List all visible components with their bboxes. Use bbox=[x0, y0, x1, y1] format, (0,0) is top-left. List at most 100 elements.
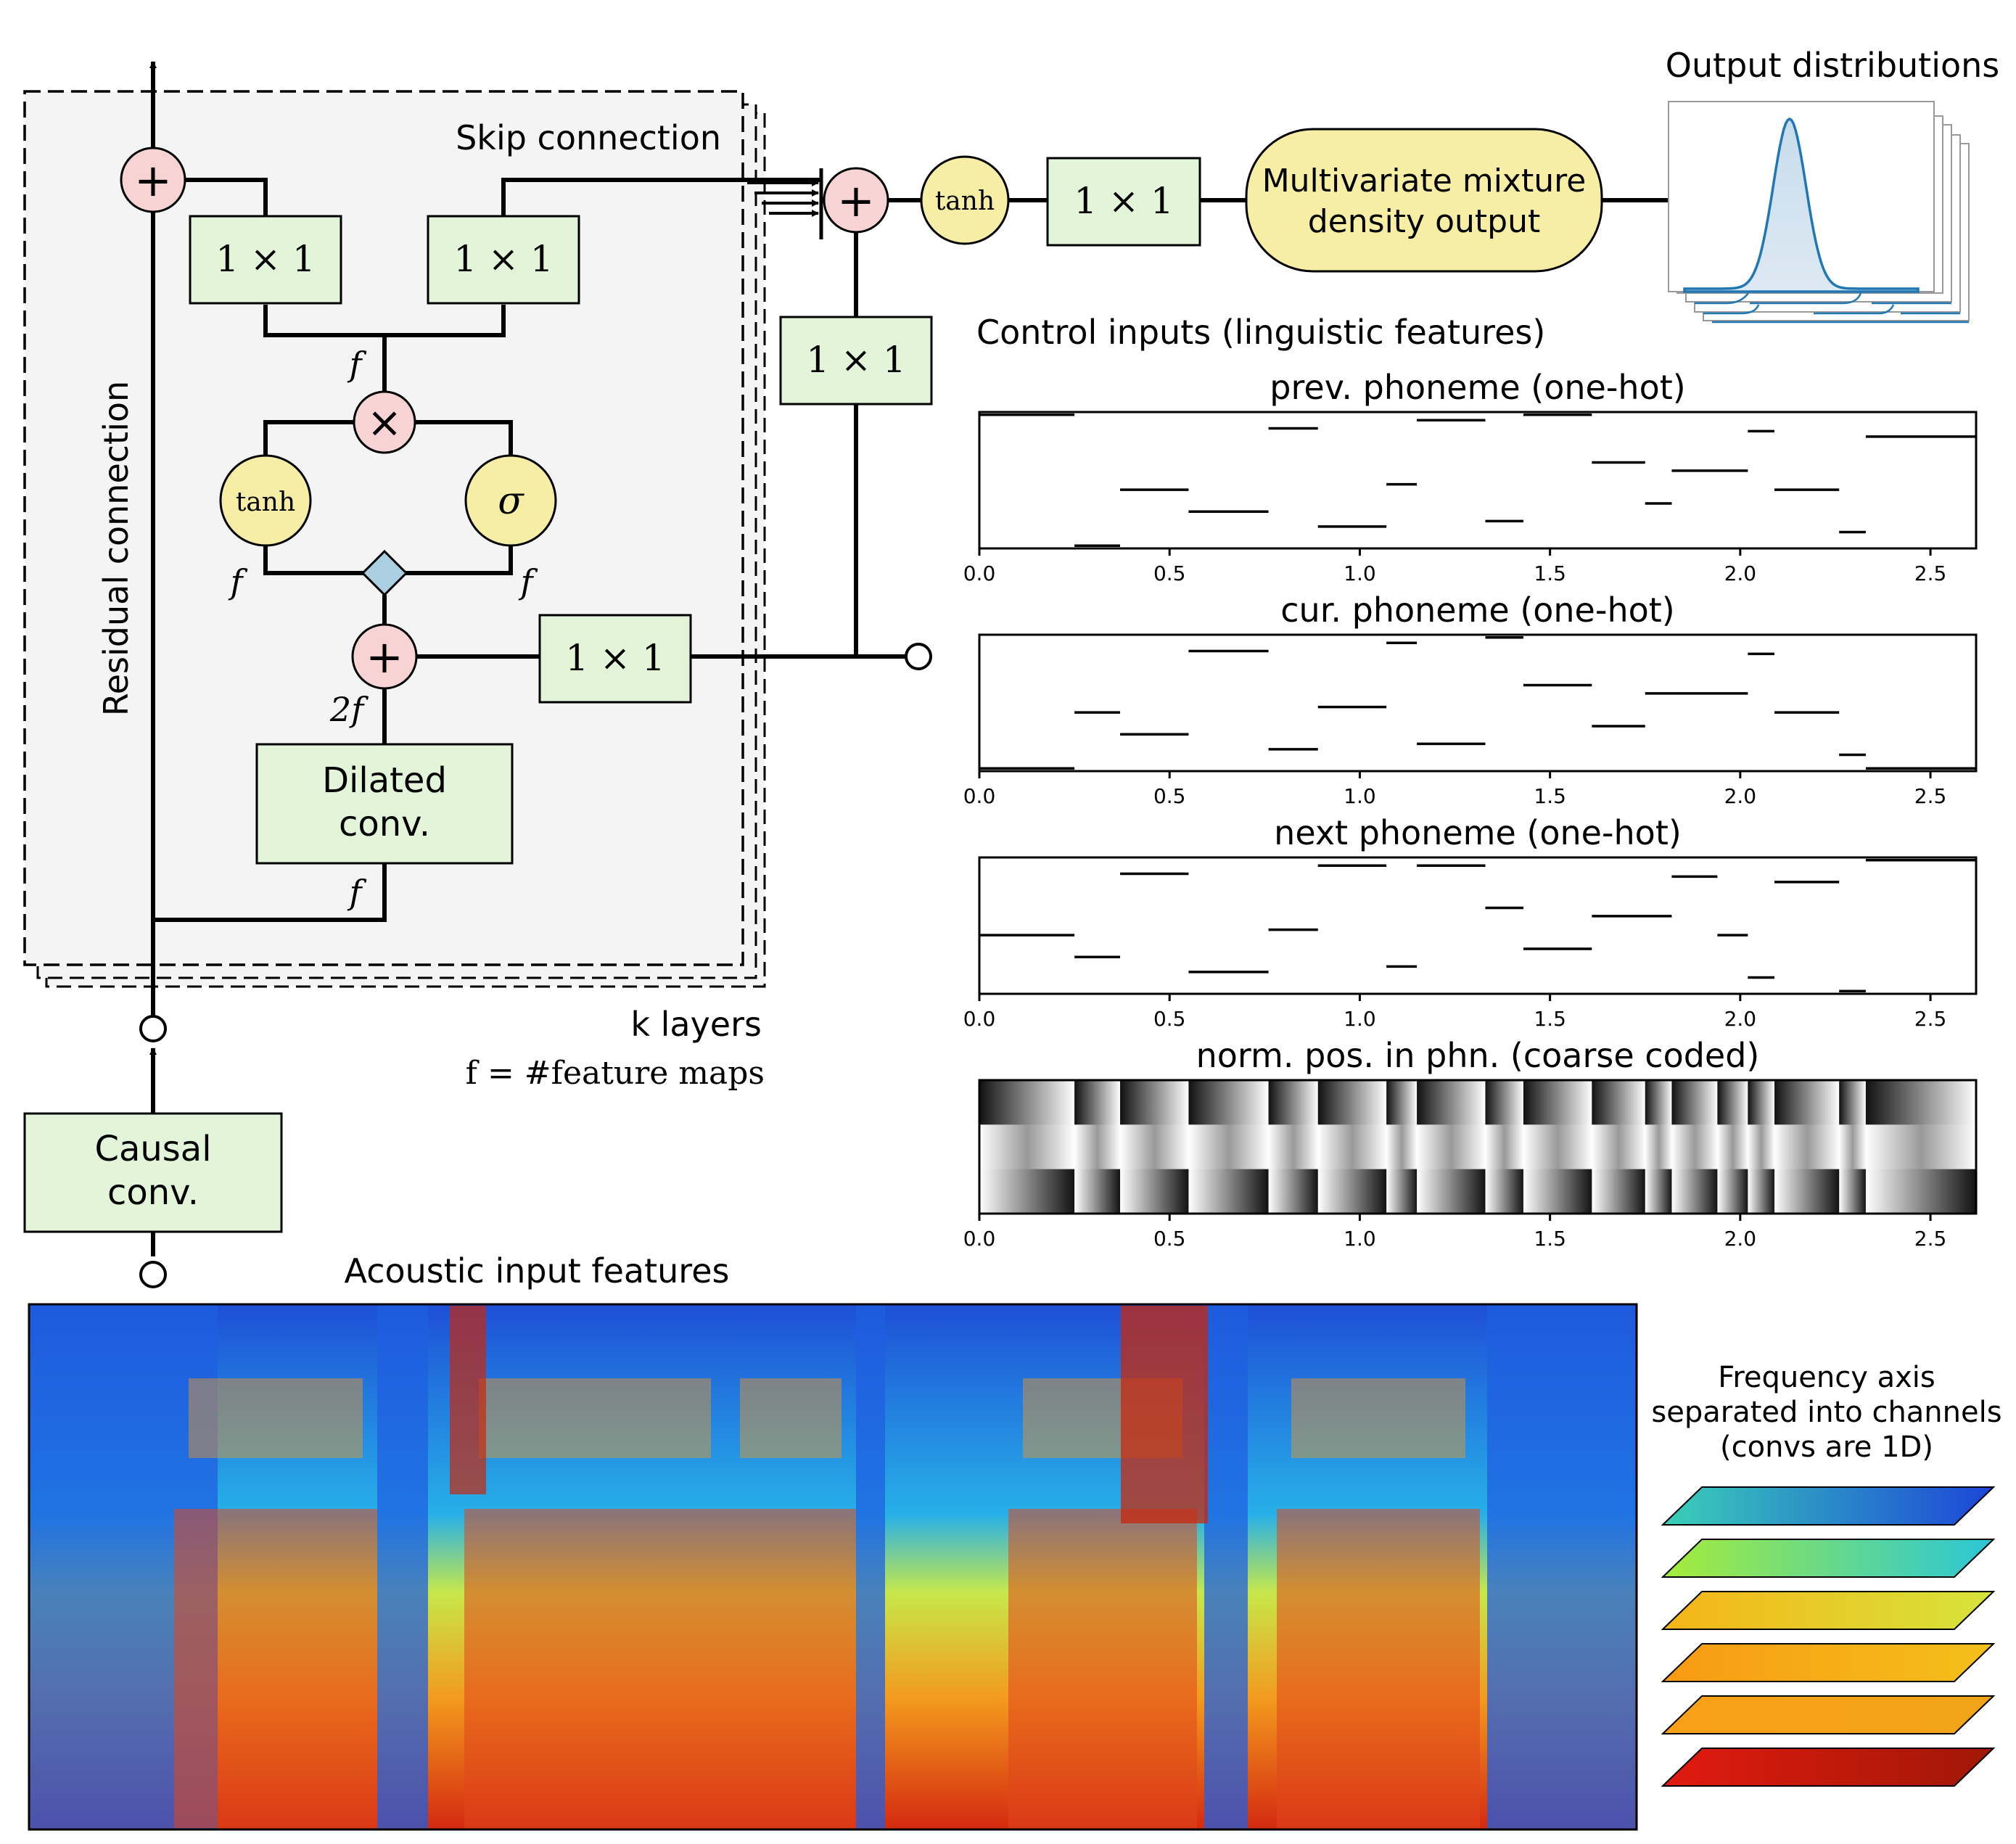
frequency-channel bbox=[1661, 1643, 1996, 1682]
coarse-code-cell bbox=[979, 1169, 1075, 1214]
acoustic-title: Acoustic input features bbox=[345, 1251, 730, 1291]
coarse-code-cell bbox=[1485, 1080, 1524, 1125]
plot-title: prev. phoneme (one-hot) bbox=[1270, 368, 1685, 407]
coarse-code-cell bbox=[1774, 1080, 1840, 1125]
coarse-code-cell bbox=[1748, 1080, 1775, 1125]
x-tick-label: 2.5 bbox=[1914, 1007, 1947, 1031]
frequency-channel bbox=[1661, 1539, 1996, 1578]
coarse-code-cell bbox=[1188, 1080, 1270, 1125]
plot-title: cur. phoneme (one-hot) bbox=[1280, 590, 1675, 630]
condition-add-op: + bbox=[351, 623, 418, 690]
coarse-code-cell bbox=[1839, 1080, 1867, 1125]
x-tick-label: 1.0 bbox=[1344, 1007, 1376, 1031]
control-inputs-title: Control inputs (linguistic features) bbox=[976, 313, 1545, 352]
coarse-code-cell bbox=[1074, 1080, 1121, 1125]
spectrogram-formant bbox=[479, 1378, 711, 1458]
skip-connection-label: Skip connection bbox=[456, 118, 721, 157]
conv1x1-residual-label: 1 × 1 bbox=[215, 238, 315, 280]
coarse-code-cell bbox=[1417, 1169, 1486, 1214]
coarse-code-cell bbox=[1645, 1080, 1672, 1125]
plot-frame bbox=[978, 633, 1978, 773]
dilated-conv-box bbox=[255, 743, 514, 865]
x-tick-label: 1.0 bbox=[1344, 1227, 1376, 1251]
conv1x1-vertical-label: 1 × 1 bbox=[806, 339, 905, 381]
spectrogram bbox=[28, 1303, 1638, 1831]
spectrogram-energy bbox=[725, 1509, 856, 1828]
sigma-gate: σ bbox=[464, 454, 557, 547]
frequency-channel bbox=[1661, 1486, 1996, 1526]
split-diamond bbox=[361, 549, 408, 597]
coarse-code-cell bbox=[1865, 1169, 1977, 1214]
tanh-gate: tanh bbox=[219, 454, 312, 547]
coarse-code-cell bbox=[979, 1080, 1075, 1125]
spectrogram-formant bbox=[740, 1378, 842, 1458]
frequency-channel bbox=[1661, 1695, 1996, 1734]
spectrogram-fricative bbox=[1121, 1306, 1208, 1523]
spectrogram-silence bbox=[1487, 1304, 1637, 1829]
residual-connection-label: Residual connection bbox=[96, 381, 136, 716]
coarse-code-cell bbox=[1074, 1169, 1121, 1214]
coarse-code-cell bbox=[1386, 1124, 1418, 1170]
spectrogram-silence bbox=[1204, 1304, 1248, 1829]
x-tick-label: 0.5 bbox=[1153, 784, 1186, 808]
x-tick-label: 0.0 bbox=[963, 561, 996, 585]
coarse-code-cell bbox=[1317, 1124, 1387, 1170]
skip-sum-op: + bbox=[823, 167, 889, 234]
svg-text:tanh: tanh bbox=[935, 186, 995, 216]
conv1x1-skip-label: 1 × 1 bbox=[453, 238, 553, 280]
mixture-density-box bbox=[1245, 128, 1603, 273]
plot-frame bbox=[978, 411, 1978, 550]
coarse-code-cell bbox=[1120, 1080, 1189, 1125]
coarse-code-cell bbox=[1120, 1124, 1189, 1170]
svg-text:+: + bbox=[837, 174, 875, 227]
coarse-code-cell bbox=[1523, 1169, 1592, 1214]
coarse-code-cell bbox=[1839, 1169, 1867, 1214]
coarse-code-cell bbox=[1523, 1080, 1592, 1125]
coarse-code-cell bbox=[1839, 1124, 1867, 1170]
coarse-code-cell bbox=[1774, 1124, 1840, 1170]
x-tick-label: 1.0 bbox=[1344, 784, 1376, 808]
x-tick-label: 1.0 bbox=[1344, 561, 1376, 585]
output-tanh: tanh bbox=[920, 155, 1010, 245]
x-tick-label: 2.0 bbox=[1724, 1227, 1757, 1251]
spectrogram-fricative bbox=[450, 1306, 486, 1494]
plot-title: next phoneme (one-hot) bbox=[1274, 813, 1682, 852]
mixture-line2: density output bbox=[1308, 203, 1540, 240]
coarse-code-cell bbox=[1523, 1124, 1592, 1170]
coarse-code-cell bbox=[1717, 1124, 1748, 1170]
x-tick-label: 1.5 bbox=[1534, 1007, 1566, 1031]
spectrogram-formant bbox=[189, 1378, 363, 1458]
x-tick-label: 2.5 bbox=[1914, 1227, 1947, 1251]
coarse-code-cell bbox=[1671, 1169, 1718, 1214]
x-tick-label: 2.5 bbox=[1914, 561, 1947, 585]
causal-conv-line1: Causal bbox=[94, 1129, 211, 1169]
x-tick-label: 1.5 bbox=[1534, 1227, 1566, 1251]
residual-add-op: + bbox=[120, 147, 186, 213]
x-tick-label: 1.5 bbox=[1534, 561, 1566, 585]
condition-input-node bbox=[905, 643, 932, 670]
spectrogram-energy bbox=[1277, 1509, 1480, 1828]
spectrogram-energy bbox=[464, 1509, 725, 1828]
coarse-code-cell bbox=[1268, 1169, 1319, 1214]
x-tick-label: 0.0 bbox=[963, 784, 996, 808]
freq-line3: (convs are 1D) bbox=[1720, 1431, 1933, 1464]
coarse-code-cell bbox=[1592, 1080, 1646, 1125]
svg-text:×: × bbox=[367, 398, 403, 447]
mixture-line1: Multivariate mixture bbox=[1262, 162, 1587, 199]
distributions-title: Output distributions bbox=[1666, 46, 2000, 85]
conv1x1-residual-box bbox=[189, 215, 342, 305]
coarse-code-cell bbox=[1645, 1124, 1672, 1170]
residual-block-panel bbox=[23, 90, 744, 966]
block-input-node bbox=[139, 1015, 167, 1042]
coarse-code-cell bbox=[1268, 1124, 1319, 1170]
k-layers-label: k layers bbox=[630, 1005, 762, 1044]
coarse-code-cell bbox=[1417, 1080, 1486, 1125]
plot-frame bbox=[978, 856, 1978, 995]
coarse-code-cell bbox=[1592, 1124, 1646, 1170]
dilated-conv-line1: Dilated bbox=[322, 760, 447, 801]
coarse-code-cell bbox=[1671, 1124, 1718, 1170]
